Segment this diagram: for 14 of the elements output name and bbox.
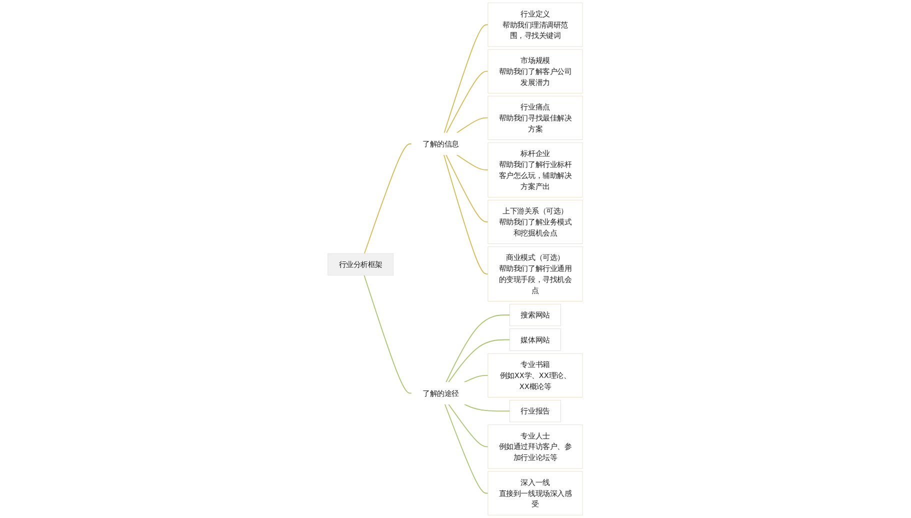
connector [456,154,489,170]
connector [446,314,510,383]
connector [446,154,489,222]
connector [456,117,489,134]
connector [446,70,489,134]
connector [448,404,489,448]
connector [444,24,489,134]
connector [444,404,489,494]
connector [464,404,510,412]
connector [448,339,510,383]
connector [364,143,412,254]
connector [364,274,412,394]
connector [444,154,489,274]
connector [464,374,489,383]
